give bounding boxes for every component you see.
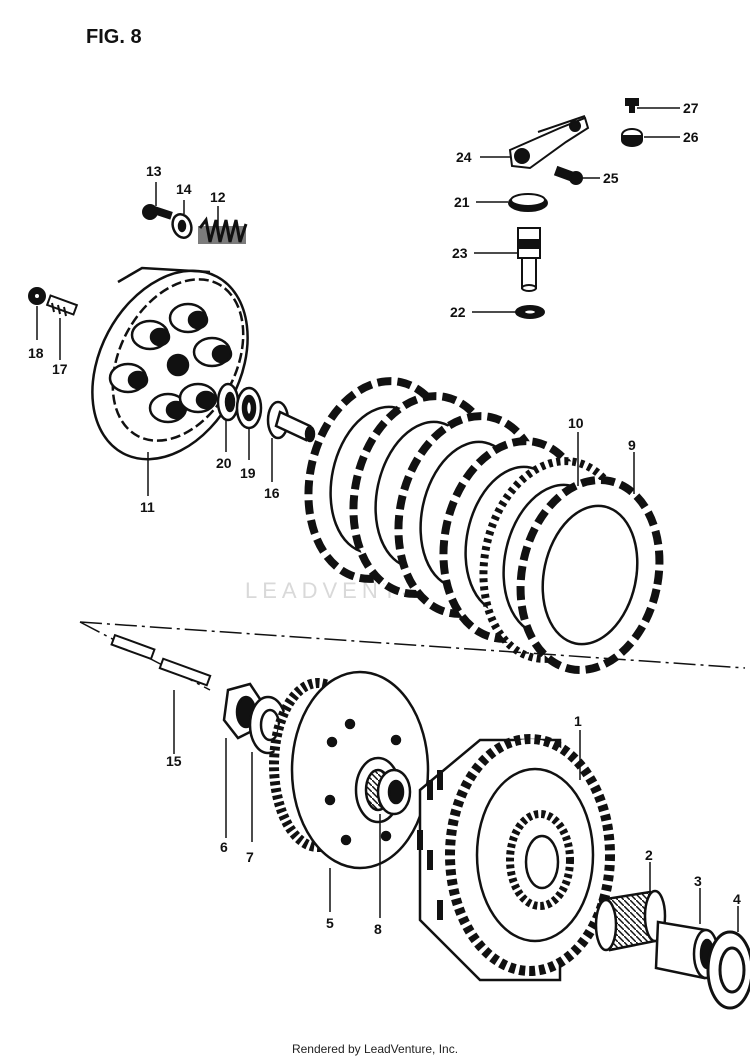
callout-20: 20	[216, 455, 232, 471]
callout-22: 22	[450, 304, 466, 320]
footer-credit: Rendered by LeadVenture, Inc.	[291, 1042, 459, 1056]
release-arm-assembly	[508, 98, 643, 319]
part-13-bolt	[142, 204, 173, 220]
callout-5: 5	[326, 915, 334, 931]
part-5-driven-gear	[269, 670, 430, 870]
callout-1: 1	[574, 713, 582, 729]
part-4-washer	[706, 930, 750, 1010]
callout-7: 7	[246, 849, 254, 865]
callout-25: 25	[603, 170, 619, 186]
part-16-pushrod	[266, 400, 316, 443]
callout-6: 6	[220, 839, 228, 855]
axis-line-upper	[79, 621, 746, 669]
part-15-pins	[110, 633, 212, 687]
callout-23: 23	[452, 245, 468, 261]
callout-12: 12	[210, 189, 226, 205]
part-18-nut	[28, 287, 46, 305]
callout-2: 2	[645, 847, 653, 863]
part-11-pressure-plate	[91, 266, 249, 461]
callout-27: 27	[683, 100, 699, 116]
part-12-spring	[198, 216, 248, 244]
part-14-washer	[171, 213, 193, 239]
callout-10: 10	[568, 415, 584, 431]
part-1-clutch-housing	[417, 734, 615, 982]
leader-lines	[36, 107, 739, 932]
part-22-seal	[515, 305, 545, 319]
part-8-spacer	[376, 768, 412, 816]
callout-15: 15	[166, 753, 182, 769]
part-20-washer	[216, 382, 240, 422]
part-25-bolt	[553, 165, 583, 185]
callout-11: 11	[140, 499, 155, 515]
figure-title: FIG. 8	[86, 26, 142, 48]
callout-8: 8	[374, 921, 382, 937]
callout-9: 9	[628, 437, 636, 453]
callout-17: 17	[52, 361, 68, 377]
part-19-bearing	[235, 386, 263, 430]
callout-3: 3	[694, 873, 702, 889]
callout-21: 21	[454, 194, 470, 210]
plate-6-part-9	[516, 476, 664, 674]
callout-16: 16	[264, 485, 280, 501]
callout-19: 19	[240, 465, 256, 481]
part-27-screw	[625, 98, 639, 113]
callout-13: 13	[146, 163, 162, 179]
callout-labels: 27 26 24 25 21 23 22 13 14 12 18 17 11 2…	[28, 100, 741, 937]
part-17-stud	[45, 294, 79, 317]
part-24-lever	[508, 115, 590, 170]
clutch-plate-stack	[304, 377, 664, 674]
part-23-shaft	[517, 227, 541, 292]
callout-14: 14	[176, 181, 192, 197]
part-2-needle-bearing	[594, 889, 667, 952]
part-21-washer	[508, 193, 548, 212]
part-26-nut	[621, 128, 643, 147]
callout-24: 24	[456, 149, 472, 165]
pressure-plate-bosses	[108, 302, 233, 424]
callout-18: 18	[28, 345, 44, 361]
callout-4: 4	[733, 891, 741, 907]
callout-26: 26	[683, 129, 699, 145]
